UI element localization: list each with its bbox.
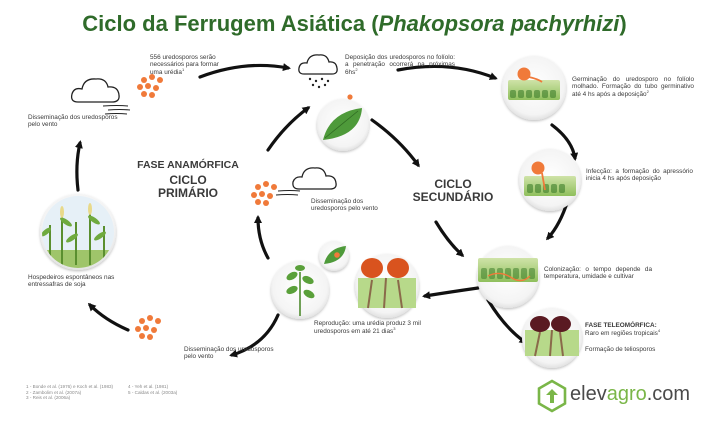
page-title: Ciclo da Ferrugem Asiática (Phakopsora p… <box>82 11 627 36</box>
spores-needed-label: 556 uredosporos serão necessários para f… <box>150 54 219 77</box>
teleomorphic-label: FASE TELEOMÓRFICA: Raro em regiões tropi… <box>585 322 661 338</box>
arrow-inner-leaf-to-secondary <box>370 118 420 168</box>
infection-tissue <box>524 161 576 196</box>
arrow-colonization-to-reproduction <box>422 286 480 300</box>
colonization-label: Colonização: o tempo depende da temperat… <box>544 266 652 281</box>
uredia-tissue <box>358 258 416 309</box>
teliospores-label: Formação de teliosporos <box>585 346 656 353</box>
arrow-inner-secondary-to-colonization <box>434 220 465 258</box>
elevagro-logo-text[interactable]: elevagro.com <box>570 383 691 405</box>
rain-cloud-icon <box>298 54 338 89</box>
colonization-tissue <box>478 258 538 282</box>
dissemination-center-label: Disseminação dos uredosporos pelo vento <box>311 198 378 213</box>
dissemination-bottom-label: Disseminação dos uredosporos pelo vento <box>184 346 274 361</box>
cloud-wind-icon-center <box>275 167 337 196</box>
teleomorphic-tissue <box>525 316 579 357</box>
phase-anamorphic-label: FASE ANAMÓRFICA <box>137 159 239 171</box>
arrow-deposition-to-germination <box>396 64 498 80</box>
reproduction-label: Reprodução: uma urédia produz 3 mil ured… <box>314 320 421 336</box>
arrow-bottom-spores-to-hosts <box>87 302 130 332</box>
elevagro-logo-icon <box>537 379 567 413</box>
references-left: 1 - Bonde et al. (1976) e Koch et al. (1… <box>26 384 114 401</box>
outer-cycle-arrows <box>74 63 579 358</box>
arrow-reproduction-to-bottom-dissemination <box>229 313 280 358</box>
hosts-label: Hospedeiros espontâneos nas entressafras… <box>28 274 115 289</box>
arrow-germination-to-infection <box>550 123 579 161</box>
arrow-top-left-to-deposition <box>198 63 291 79</box>
cloud-wind-icon-top-left <box>70 78 131 115</box>
inner-cycle-arrows <box>254 106 465 260</box>
soy-plant-icon <box>286 265 315 316</box>
small-leaf-icon <box>324 246 346 264</box>
dissemination-top-label: Disseminação dos uredosporos pelo vento <box>28 114 118 129</box>
spores-cluster-top-left <box>137 74 163 98</box>
deposition-label: Deposição dos uredosporos no folíolo: a … <box>345 54 455 77</box>
leaf-icon <box>323 108 362 140</box>
spores-cluster-bottom-left <box>135 315 161 340</box>
references-right: 4 - Yeh et al. (1981) 5 - Caldas et al. … <box>128 384 178 395</box>
arrow-inner-up-to-leaf <box>266 106 311 152</box>
germination-label: Germinação do uredosporo no folíolo molh… <box>572 76 694 99</box>
spores-cluster-center <box>251 181 277 206</box>
arrow-hosts-to-top-dissemination <box>74 140 83 192</box>
arrow-colonization-to-teleomorphic <box>486 298 528 344</box>
germination-tissue <box>508 67 560 100</box>
infection-label: Infecção: a formação do apressório inici… <box>586 168 693 183</box>
arrow-inner-reproduction-up <box>254 215 270 260</box>
